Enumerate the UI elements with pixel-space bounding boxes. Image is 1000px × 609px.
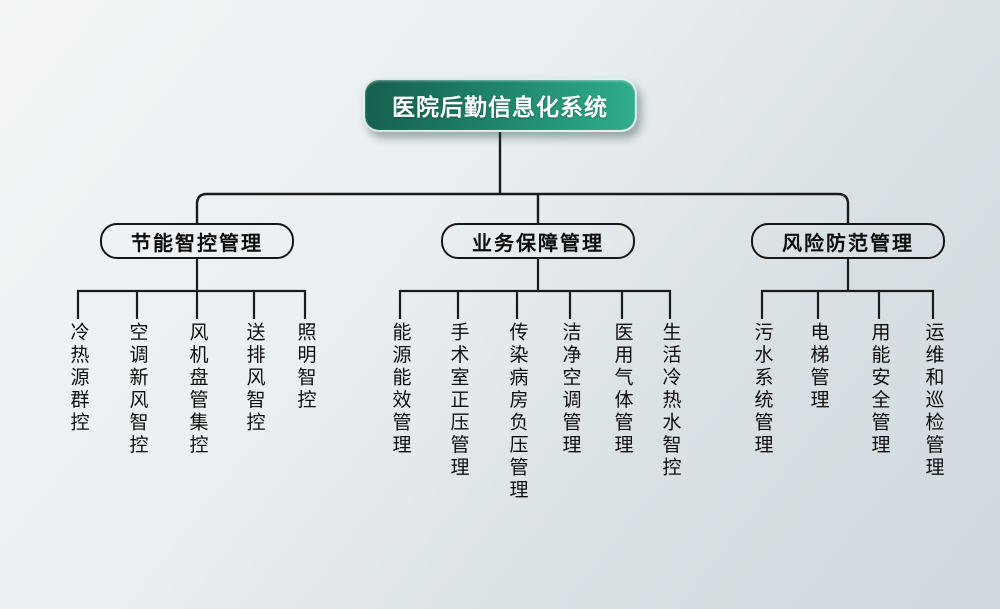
branch3-rail-line	[760, 259, 935, 319]
branch-node-energy-saving: 节能智控管理	[100, 223, 294, 259]
leaf-label: 电梯管理	[807, 322, 829, 412]
leaf-label: 洁净空调管理	[559, 322, 581, 457]
leaf-label: 照明智控	[294, 322, 316, 412]
leaf-label: 手术室正压管理	[447, 322, 469, 480]
root-node: 医院后勤信息化系统	[363, 78, 637, 132]
branch1-rail-line	[76, 259, 307, 319]
main-rail-line	[195, 132, 850, 224]
leaf-label: 传染病房负压管理	[506, 322, 528, 502]
branch2-rail-line	[398, 259, 672, 319]
leaf-label: 冷热源群控	[67, 322, 89, 435]
leaf-label: 送排风智控	[243, 322, 265, 435]
leaf-label: 运维和巡检管理	[922, 322, 944, 480]
leaf-label: 能源能效管理	[389, 322, 411, 457]
branch-node-risk-prevention: 风险防范管理	[751, 223, 945, 259]
leaf-label: 污水系统管理	[751, 322, 773, 457]
branch-node-business-support: 业务保障管理	[441, 223, 635, 259]
leaf-label: 空调新风智控	[126, 322, 148, 457]
leaf-label: 生活冷热水智控	[659, 322, 681, 480]
leaf-label: 医用气体管理	[611, 322, 633, 457]
leaf-label: 风机盘管集控	[186, 322, 208, 457]
leaf-label: 用能安全管理	[868, 322, 890, 457]
